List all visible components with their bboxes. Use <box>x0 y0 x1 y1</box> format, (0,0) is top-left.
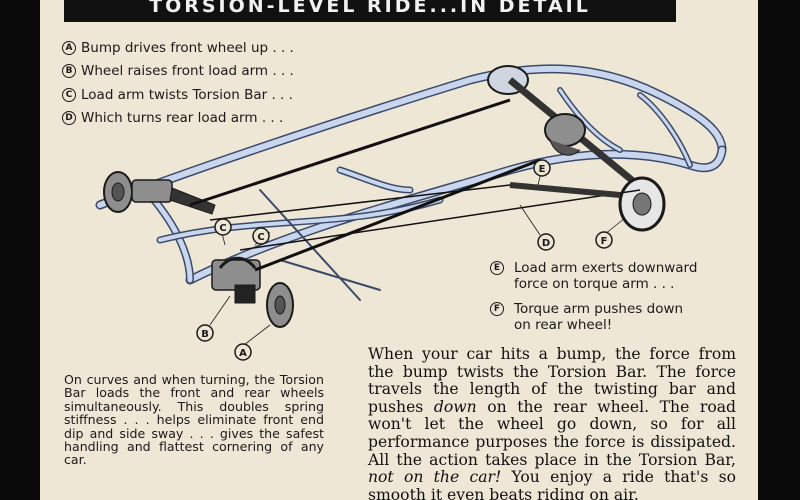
chassis-illustration: C C B A E D F <box>95 64 727 361</box>
torsion-bars <box>189 98 641 272</box>
main-paragraph-part2: on the rear wheel. The road won't let th… <box>368 397 736 469</box>
callout-label-d: D <box>542 238 550 249</box>
callout-badge-b: B <box>196 324 214 342</box>
side-note-text: Torque arm pushes down on rear wheel! <box>514 301 683 333</box>
main-paragraph-emphasis-not-on-car: not on the car! <box>368 468 502 487</box>
step-text: Bump drives front wheel up . . . <box>81 39 294 56</box>
side-notes: E Load arm exerts downward force on torq… <box>490 260 750 342</box>
callout-label-c2: C <box>257 232 264 243</box>
side-note-f: F Torque arm pushes down on rear wheel! <box>490 301 750 333</box>
side-note-e: E Load arm exerts downward force on torq… <box>490 260 750 292</box>
page-title: TORSION-LEVEL RIDE...IN DETAIL <box>149 0 591 17</box>
callout-label-c1: C <box>219 223 226 234</box>
brochure-page: TORSION-LEVEL RIDE...IN DETAIL A Bump dr… <box>40 0 758 500</box>
front-suspension <box>103 171 294 328</box>
step-badge: D <box>62 111 76 126</box>
side-note-text: Load arm exerts downward force on torque… <box>514 260 697 292</box>
step-text: Which turns rear load arm . . . <box>81 110 284 127</box>
steps-list: A Bump drives front wheel up . . . B Whe… <box>62 36 294 130</box>
callout-label-a: A <box>239 348 247 359</box>
step-item-a: A Bump drives front wheel up . . . <box>62 36 294 60</box>
side-note-badge: E <box>490 261 504 275</box>
main-paragraph: When your car hits a bump, the force fro… <box>368 345 736 500</box>
callout-badge-d: D <box>537 233 555 251</box>
main-paragraph-part3: You enjoy a ride that's so smooth it eve… <box>368 468 736 500</box>
step-badge: C <box>62 87 76 102</box>
callout-badge-e: E <box>533 159 551 177</box>
side-note-badge: F <box>490 302 504 316</box>
callout-badge-f: F <box>595 231 613 249</box>
step-text: Wheel raises front load arm . . . <box>81 63 294 80</box>
rear-axle <box>487 65 666 232</box>
main-paragraph-part1: When your car hits a bump, the force fro… <box>368 345 736 416</box>
callout-badge-c1: C <box>214 218 232 236</box>
step-item-d: D Which turns rear load arm . . . <box>62 107 294 131</box>
main-paragraph-emphasis-down: down <box>433 397 477 416</box>
callout-label-e: E <box>539 164 546 175</box>
step-text: Load arm twists Torsion Bar . . . <box>81 86 293 103</box>
step-item-c: C Load arm twists Torsion Bar . . . <box>62 83 294 107</box>
callout-badge-a: A <box>234 343 252 361</box>
cornering-paragraph: On curves and when turning, the Torsion … <box>64 372 324 468</box>
callout-label-b: B <box>201 329 209 340</box>
side-note-line: Torque arm pushes down <box>514 301 684 317</box>
side-note-line: force on torque arm . . . <box>514 276 675 292</box>
step-badge: A <box>62 40 76 55</box>
callout-label-f: F <box>601 236 608 247</box>
page-title-banner: TORSION-LEVEL RIDE...IN DETAIL <box>64 0 676 22</box>
step-item-b: B Wheel raises front load arm . . . <box>62 60 294 84</box>
side-note-line: Load arm exerts downward <box>514 260 698 276</box>
side-note-line: on rear wheel! <box>514 317 613 333</box>
callout-badge-c2: C <box>252 227 270 245</box>
step-badge: B <box>62 64 76 79</box>
